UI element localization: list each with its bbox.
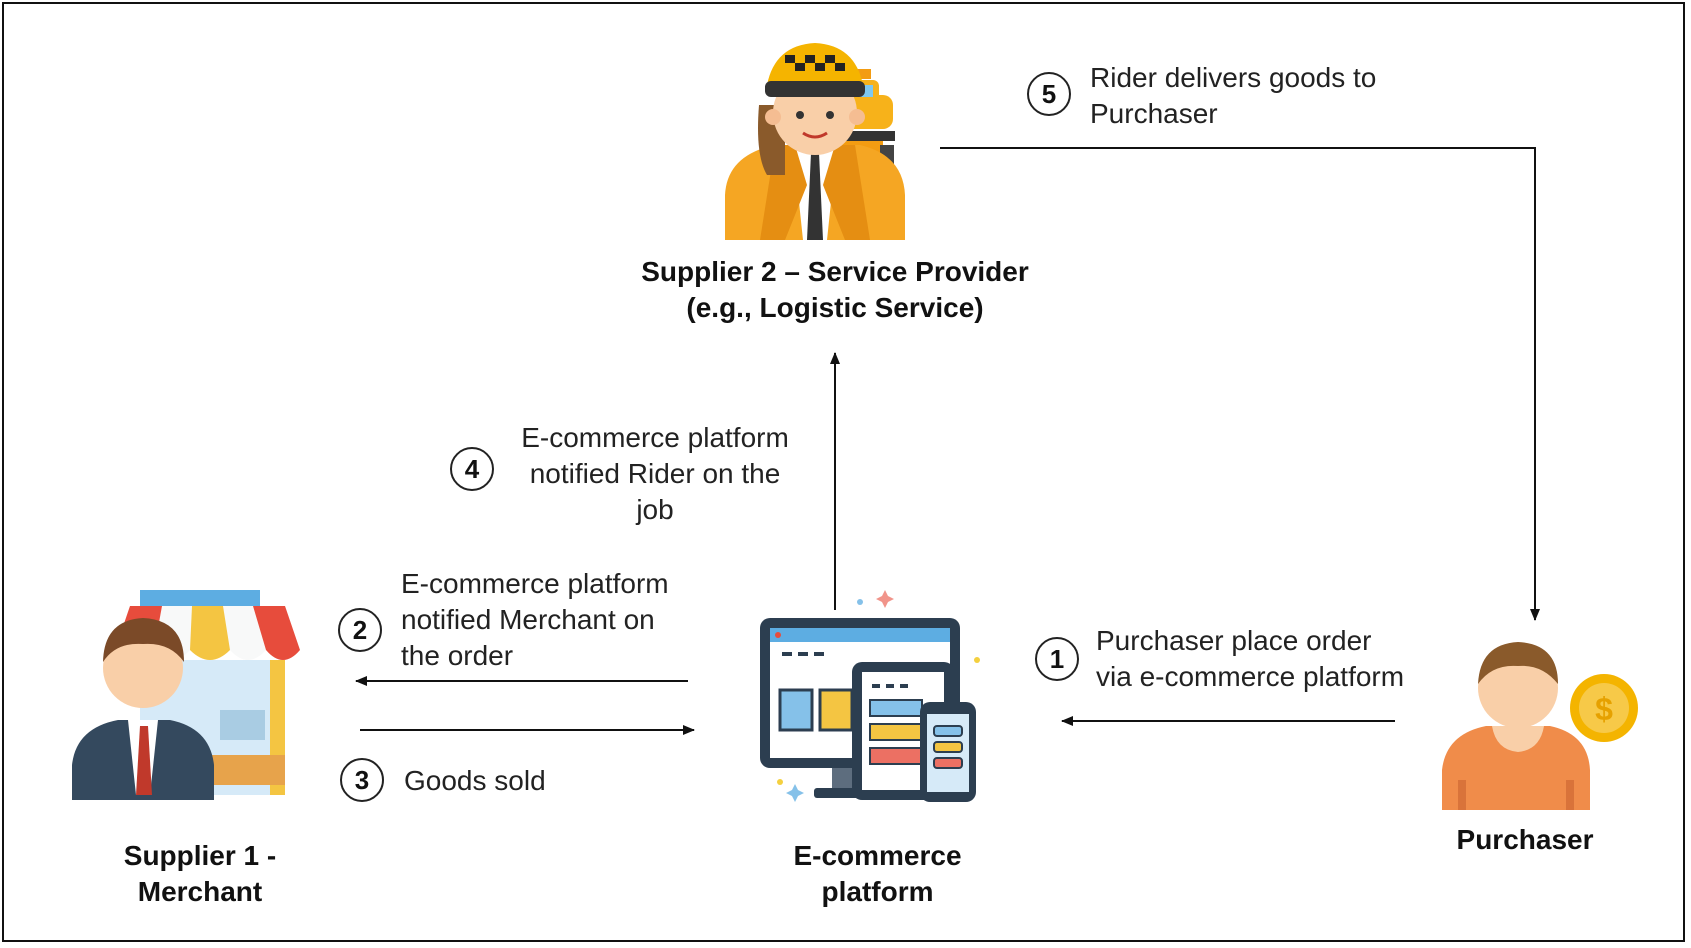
- service-provider-label-line2: (e.g., Logistic Service): [686, 292, 984, 323]
- step-4-line: E-commerce platform: [521, 422, 789, 453]
- merchant-label-line1: Supplier 1 -: [123, 840, 277, 871]
- merchant-store-icon: [72, 590, 300, 800]
- taxi-driver-icon: [725, 43, 905, 240]
- step-4-line: job: [636, 494, 674, 525]
- step-3-line: Goods sold: [404, 765, 546, 796]
- step-2-line: E-commerce platform: [401, 568, 669, 599]
- platform-label-line2: platform: [821, 876, 934, 907]
- step-5-line: Rider delivers goods to: [1090, 62, 1377, 93]
- purchaser-label: Purchaser: [1400, 822, 1650, 858]
- step-1-line: via e-commerce platform: [1096, 661, 1405, 692]
- step-2-line: the order: [401, 640, 514, 671]
- merchant-label: Supplier 1 - Merchant: [60, 838, 340, 910]
- ecommerce-devices-icon: [760, 590, 980, 802]
- svg-text:$: $: [1595, 691, 1613, 727]
- step-2-text: E-commerce platform notified Merchant on…: [401, 566, 669, 674]
- platform-label-line1: E-commerce: [793, 840, 962, 871]
- step-5-text: Rider delivers goods to Purchaser: [1090, 60, 1376, 132]
- step-1-text: Purchaser place order via e-commerce pla…: [1096, 623, 1404, 695]
- step-5-badge: 5: [1027, 72, 1071, 116]
- arrow-provider-to-purchaser: [940, 147, 1540, 621]
- step-4-badge: 4: [450, 447, 494, 491]
- step-4-line: notified Rider on the: [529, 458, 781, 489]
- step-2-line: notified Merchant on: [401, 604, 655, 635]
- step-2-badge: 2: [338, 608, 382, 652]
- service-provider-label-line1: Supplier 2 – Service Provider: [641, 256, 1029, 287]
- step-4-text: E-commerce platform notified Rider on th…: [505, 420, 805, 528]
- step-1-badge: 1: [1035, 637, 1079, 681]
- platform-label: E-commerce platform: [740, 838, 1015, 910]
- step-1-line: Purchaser place order: [1096, 625, 1372, 656]
- purchaser-coin-icon: $: [1442, 642, 1638, 810]
- step-3-badge: 3: [340, 758, 384, 802]
- step-3-text: Goods sold: [404, 763, 546, 799]
- purchaser-label-text: Purchaser: [1456, 824, 1594, 855]
- step-5-line: Purchaser: [1090, 98, 1218, 129]
- service-provider-label: Supplier 2 – Service Provider (e.g., Log…: [560, 254, 1110, 326]
- merchant-label-line2: Merchant: [137, 876, 263, 907]
